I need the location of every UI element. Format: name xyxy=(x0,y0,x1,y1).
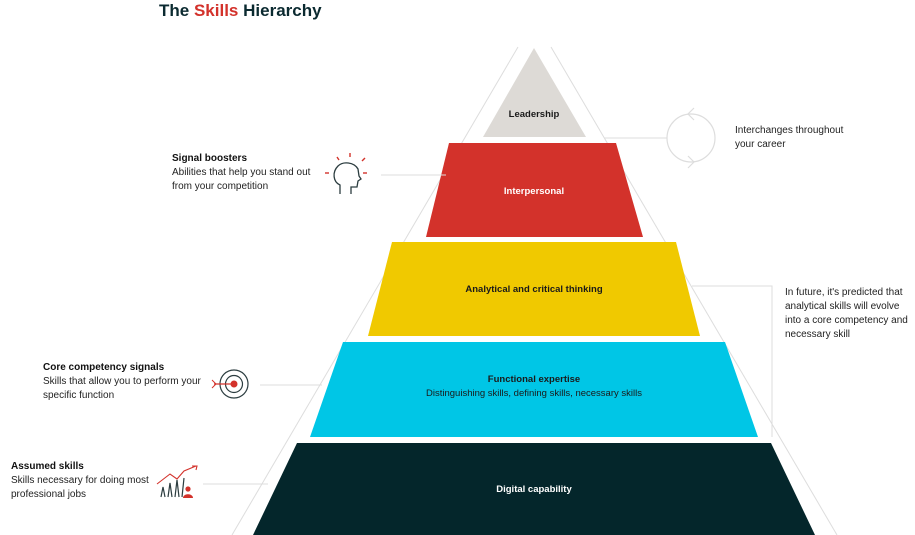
outline-right xyxy=(550,46,838,535)
page-title: The Skills Hierarchy xyxy=(159,1,322,21)
layer-leadership xyxy=(483,48,586,137)
label-analytical: Analytical and critical thinking xyxy=(465,284,603,295)
label-leadership: Leadership xyxy=(508,109,560,120)
label-interpersonal: Interpersonal xyxy=(503,186,565,197)
note-future: In future, it's predicted that analytica… xyxy=(785,287,908,340)
growth-chart-icon xyxy=(156,465,198,498)
title-accent: Skills xyxy=(193,1,239,20)
functional-title: Functional expertise xyxy=(487,374,581,385)
title-suffix: Hierarchy xyxy=(243,1,322,20)
note-text: Skills necessary for doing most professi… xyxy=(11,475,149,500)
outline-left xyxy=(231,46,519,535)
target-icon xyxy=(211,369,249,399)
cycle-icon xyxy=(666,107,716,169)
head-idea-icon xyxy=(325,153,367,194)
note-heading: Assumed skills xyxy=(11,461,84,472)
layer-interpersonal xyxy=(426,143,643,237)
note-heading: Signal boosters xyxy=(172,153,248,164)
functional-subtitle: Distinguishing skills, defining skills, … xyxy=(426,388,642,399)
title-prefix: The xyxy=(159,1,190,20)
note-interchanges: Interchanges throughout your career xyxy=(735,125,844,150)
note-heading: Core competency signals xyxy=(43,362,165,373)
label-digital: Digital capability xyxy=(496,484,572,495)
layer-analytical xyxy=(368,242,700,336)
layer-functional xyxy=(310,342,758,437)
layer-digital xyxy=(253,443,815,535)
note-text: Abilities that help you stand out from y… xyxy=(172,167,311,192)
connector-future xyxy=(692,285,773,437)
note-text: Skills that allow you to perform your sp… xyxy=(43,376,201,401)
